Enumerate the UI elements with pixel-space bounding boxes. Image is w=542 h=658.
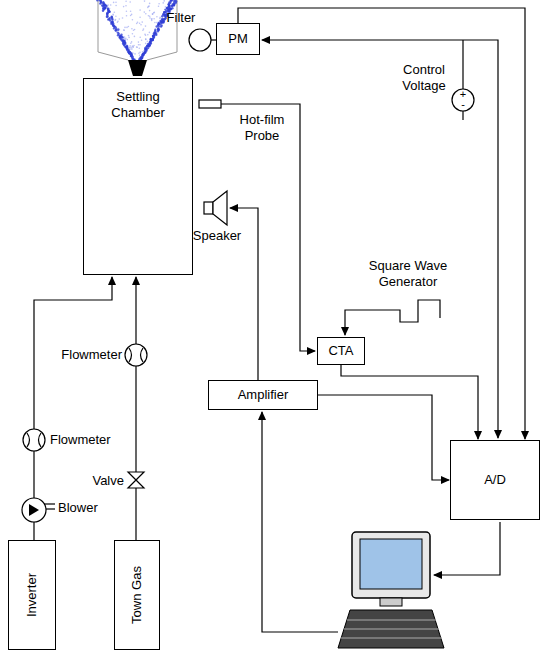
control-wire xyxy=(462,111,463,120)
hot-film-probe xyxy=(199,100,221,108)
box-label: Inverter xyxy=(24,573,40,617)
voltage-source xyxy=(452,89,474,111)
annotation-label: Valve xyxy=(84,473,124,489)
control-signal-wire xyxy=(262,412,338,632)
annotation-label: Speaker xyxy=(188,228,246,244)
annotation-label: Blower xyxy=(58,500,108,516)
signal-connector xyxy=(238,8,525,439)
gas-line xyxy=(135,277,136,540)
source-box: Inverter xyxy=(8,540,56,650)
source-box: Town Gas xyxy=(114,540,160,650)
computer-icon xyxy=(338,532,444,648)
annotation-label: - xyxy=(457,99,469,110)
signal-connector xyxy=(341,365,478,439)
annotation-label: Hot-film Probe xyxy=(226,112,298,145)
box-label: A/D xyxy=(484,472,506,488)
annotation-label: Control Voltage xyxy=(392,62,456,95)
process-box: CTA xyxy=(317,337,365,365)
speaker-symbol xyxy=(213,191,227,225)
box-label: Town Gas xyxy=(129,566,145,624)
air-line xyxy=(34,277,112,540)
speaker-symbol xyxy=(204,202,213,214)
square-wave-symbol xyxy=(345,300,440,335)
process-box: Settling Chamber xyxy=(83,78,193,275)
data-wire xyxy=(434,522,500,575)
blower-symbol xyxy=(22,498,46,522)
annotation-label: Square Wave Generator xyxy=(360,258,456,291)
box-label: CTA xyxy=(328,343,353,359)
process-box: PM xyxy=(216,23,260,55)
blower-symbol xyxy=(29,504,39,516)
control-wire xyxy=(462,40,463,89)
flowmeter-symbol xyxy=(125,344,147,366)
annotation-label: Filter xyxy=(164,10,198,26)
blower-outlet xyxy=(44,504,55,509)
annotation-label: Flowmeter xyxy=(50,432,120,448)
filter-symbol xyxy=(189,29,211,51)
process-box: A/D xyxy=(450,440,540,520)
valve-symbol xyxy=(128,472,144,488)
box-label: Settling Chamber xyxy=(102,89,174,122)
process-box: Amplifier xyxy=(208,380,318,410)
control-wire xyxy=(262,39,463,40)
annotation-label: Flowmeter xyxy=(56,347,122,363)
nozzle xyxy=(128,60,147,76)
flame-image xyxy=(96,0,177,61)
box-label: Amplifier xyxy=(238,387,289,403)
box-label: PM xyxy=(228,31,248,47)
probe-wire xyxy=(221,104,315,351)
flowmeter-symbol xyxy=(23,429,45,451)
burner-outline xyxy=(98,0,177,60)
signal-connector xyxy=(318,395,449,480)
